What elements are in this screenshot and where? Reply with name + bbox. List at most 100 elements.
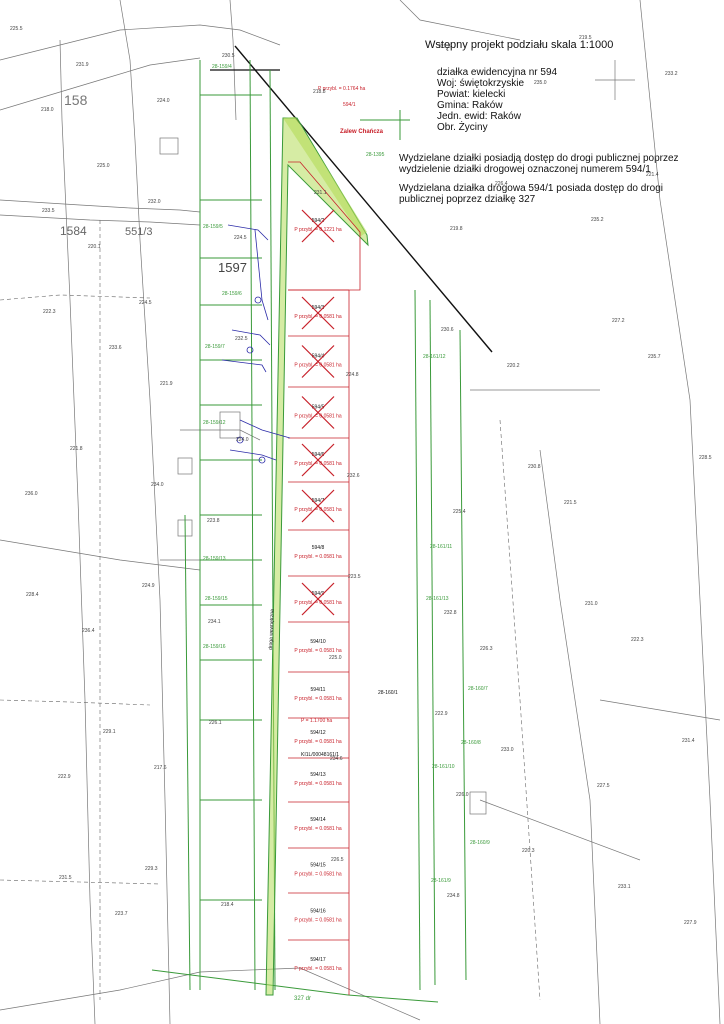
lake-label: Zalew Chańcza <box>340 129 384 135</box>
elevation-label: 218.0 <box>41 107 54 113</box>
west-neighbor-label: 28-159/5 <box>203 224 223 230</box>
elevation-label: 220.3 <box>522 848 535 854</box>
elevation-label: 224.0 <box>236 437 249 443</box>
elevation-label: 231.1 <box>314 190 327 196</box>
elevation-label: 224.9 <box>142 583 155 589</box>
elevation-label: 226.1 <box>209 720 222 726</box>
plot-cross-mark <box>301 443 335 477</box>
elevation-label: 232.0 <box>148 199 161 205</box>
west-neighbor-label: 28-159/15 <box>205 596 228 602</box>
east-neighbor-label: 28-161/13 <box>426 596 449 602</box>
elevation-label: 223.7 <box>115 911 128 917</box>
elevation-label: 233.0 <box>501 747 514 753</box>
west-neighbor-labels: 28-159/428-159/528-159/628-159/728-159/1… <box>203 64 242 650</box>
elevation-label: 222.3 <box>43 309 56 315</box>
info-line: Jedn. ewid: Raków <box>437 111 521 122</box>
plot-id-label: 594/8 <box>312 545 325 551</box>
plot-id-label: 594/12 <box>310 730 326 736</box>
plot-area-label: P przybl. = 0.0581 ha <box>294 414 342 420</box>
elevation-label: 234.0 <box>151 482 164 488</box>
elevation-labels: 225.5225.0224.5224.0223.5222.9220.3219.5… <box>10 26 712 926</box>
elevation-label: 227.2 <box>612 318 625 324</box>
elevation-label: 235.2 <box>591 217 604 223</box>
east-neighbor-label: 28-161/11 <box>430 544 452 550</box>
elevation-label: 226.5 <box>331 857 344 863</box>
plot-area-label: P przybl. = 0.0581 ha <box>294 461 342 467</box>
parcel-number-label: 551/3 <box>125 226 153 238</box>
elevation-label: 234.6 <box>330 756 343 762</box>
plot-id-label: 594/14 <box>310 817 326 823</box>
elevation-label: 218.4 <box>221 902 234 908</box>
elevation-label: 232.5 <box>235 336 248 342</box>
plot-area-label: P przybl. = 0.0581 ha <box>294 918 342 924</box>
elevation-label: 221.5 <box>564 500 577 506</box>
plot-id-label: 594/9 <box>312 591 325 597</box>
road-parcel-label: 594/1 <box>343 102 356 108</box>
survey-marks <box>221 224 291 464</box>
road-parcel-594-1-top <box>283 117 367 236</box>
elevation-label: 221.4 <box>646 172 659 178</box>
plot-area-label: P przybl. = 0.0581 ha <box>294 314 342 320</box>
plot-area-label: P przybl. = 0.0581 ha <box>294 363 342 369</box>
plot-area-label: P przybl. = 0.1221 ha <box>294 227 342 233</box>
west-neighbor-label: 28-159/7 <box>205 344 225 350</box>
plot-area-label: P przybl. = 0.0581 ha <box>294 554 342 560</box>
plot-cross-mark <box>301 582 335 616</box>
east-neighbor-label: 28-161/12 <box>423 354 446 360</box>
elevation-label: 227.5 <box>597 783 610 789</box>
elevation-label: 224.5 <box>234 235 247 241</box>
road-access-note: Wydzielana działka drogowa 594/1 posiada… <box>399 183 663 205</box>
elevation-label: 228.5 <box>699 455 712 461</box>
elevation-label: 219.8 <box>450 226 463 232</box>
plot-area-label: P przybl. = 0.0581 ha <box>294 507 342 513</box>
plot-id-label: 594/7 <box>312 498 325 504</box>
elevation-label: 234.1 <box>208 619 221 625</box>
plot-cross-mark <box>301 396 335 429</box>
west-neighbor-label: 28-159/13 <box>203 556 226 562</box>
road-parcel-594-1 <box>265 117 369 996</box>
road-label: droga wewnętrzna <box>268 609 275 650</box>
field-boundaries <box>0 220 541 1001</box>
plot-cross-mark <box>301 489 335 523</box>
east-neighbor-label: 28-161/9 <box>431 878 451 884</box>
west-neighbor-label: 28-159/4 <box>212 64 232 70</box>
plot-cross-mark <box>301 209 335 243</box>
elevation-label: 220.2 <box>507 363 520 369</box>
plot-area-label: P przybl. = 0.0581 ha <box>294 739 342 745</box>
info-line: Woj: świętokrzyskie <box>437 78 525 89</box>
elevation-label: 222.9 <box>58 774 71 780</box>
main-boundary-line <box>234 45 493 353</box>
kw-label: KI1L/00048161/1 <box>301 752 339 758</box>
plot-id-label: 594/6 <box>312 452 325 458</box>
elevation-label: 224.8 <box>346 372 359 378</box>
elevation-label: 222.3 <box>631 637 644 643</box>
elevation-label: 230.8 <box>528 464 541 470</box>
elevation-label: 217.6 <box>154 765 167 771</box>
access-note: Wydzielane działki posiadją dostęp do dr… <box>399 153 679 175</box>
elevation-label: 232.6 <box>347 473 360 479</box>
elevation-label: 226.4 <box>495 181 508 187</box>
parcel-number-label: 158 <box>64 92 88 108</box>
elevation-label: 231.4 <box>682 738 695 744</box>
elevation-label: 227.9 <box>684 920 697 926</box>
parcel-160-1-label: 28-160/1 <box>378 690 398 696</box>
plot-area-label: P przybl. = 0.0581 ha <box>294 872 342 878</box>
elevation-label: 226.3 <box>480 646 493 652</box>
plot-area-label: P przybl. = 0.0581 ha <box>294 966 342 972</box>
plot-id-label: 594/16 <box>310 909 326 915</box>
elevation-label: 223.5 <box>348 574 361 580</box>
elevation-label: 221.9 <box>160 381 173 387</box>
plot-cross-mark <box>301 345 335 378</box>
elevation-label: 235.7 <box>648 354 661 360</box>
info-line: Gmina: Raków <box>437 100 503 111</box>
elevation-label: 221.8 <box>70 446 83 452</box>
elevation-label: 231.9 <box>76 62 89 68</box>
plot-id-label: 594/15 <box>310 863 326 869</box>
info-line: Obr. Życiny <box>437 122 488 133</box>
east-neighbor-label: 28-1395 <box>366 152 385 158</box>
elevation-label: 232.8 <box>444 610 457 616</box>
elevation-label: 236.4 <box>82 628 95 634</box>
elevation-label: 234.8 <box>447 893 460 899</box>
parcel-info: działka ewidencyjna nr 594 Woj: świętokr… <box>437 67 557 133</box>
